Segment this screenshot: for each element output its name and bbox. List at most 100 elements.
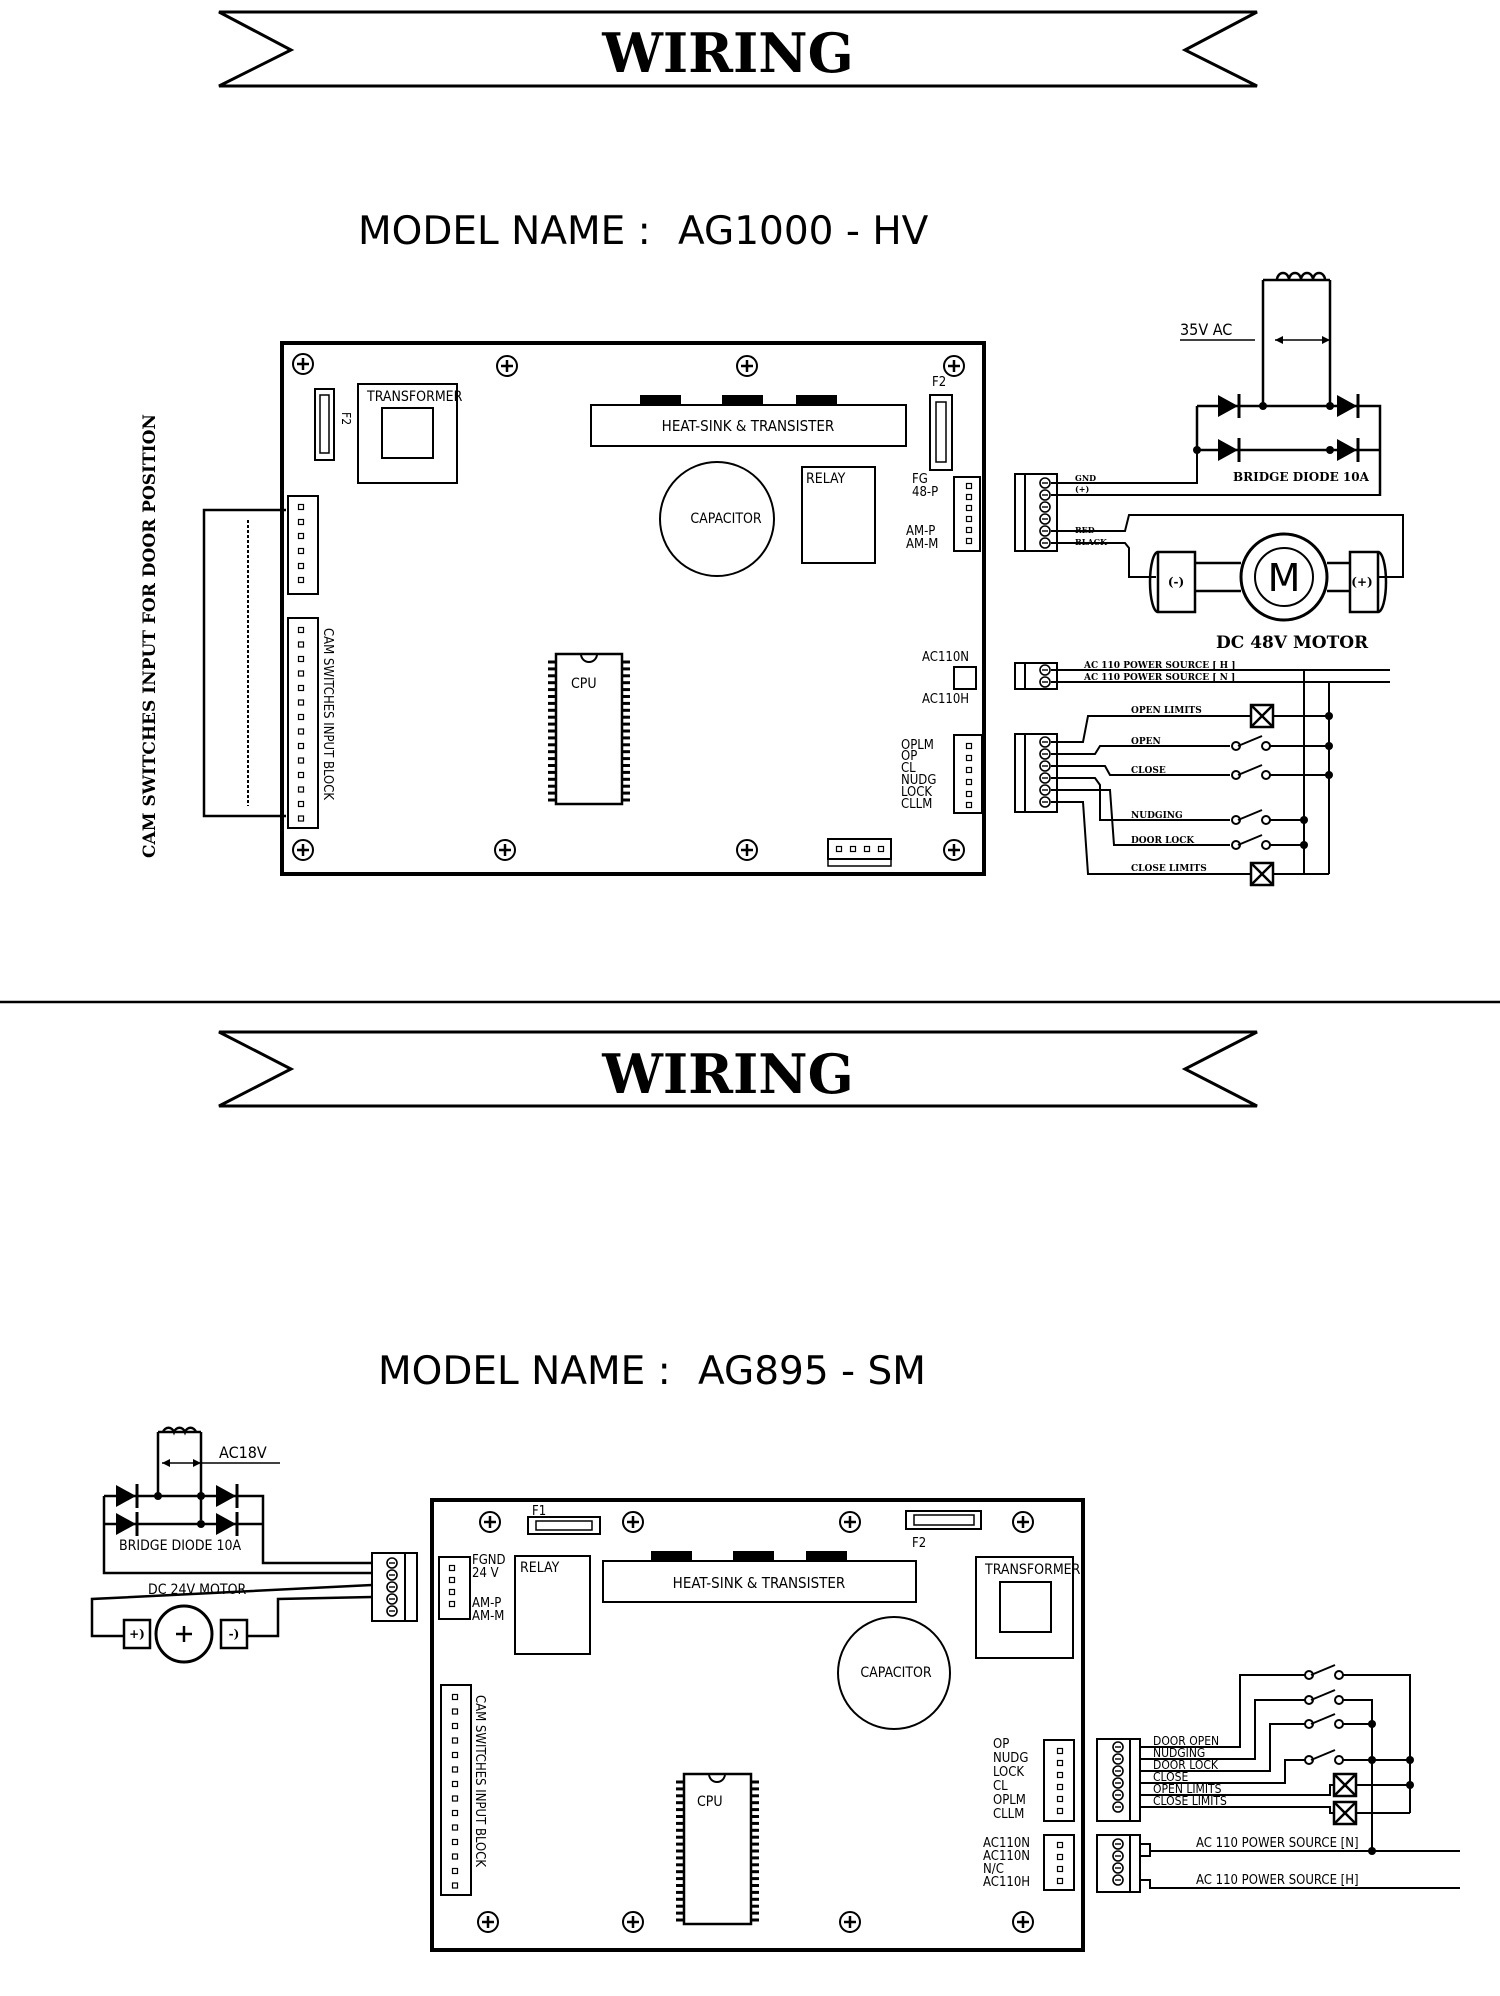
connector-pin [451, 1751, 459, 1759]
svg-text:CPU: CPU [571, 676, 597, 692]
cam-switch-bracket [202, 508, 286, 818]
banner-2-title: WIRING [601, 1042, 854, 1106]
screw-icon [291, 352, 315, 376]
dc-motor-1: (-) M (+) DC 48V MOTOR [1148, 532, 1388, 653]
coil-icon [1275, 271, 1327, 281]
svg-text:CAPACITOR: CAPACITOR [860, 1665, 932, 1681]
connector-pin [297, 757, 305, 764]
svg-text:AC110N: AC110N [922, 650, 969, 665]
svg-text:TRANSFORMER: TRANSFORMER [984, 1562, 1081, 1578]
connector-pin [451, 1737, 459, 1744]
svg-text:F2: F2 [339, 412, 353, 425]
limit-switch-icon [1249, 703, 1275, 729]
svg-text:OPEN LIMITS: OPEN LIMITS [1153, 1782, 1222, 1796]
dc-motor-2: DC 24V MOTOR +) -) [90, 1582, 373, 1664]
pcb-board-2: F1 F2 FGND 24 V AM-P AM-M RELAY HE [430, 1498, 1085, 1952]
cam-block-2: CAM SWITCHES INPUT BLOCK [440, 1684, 487, 1896]
svg-text:RELAY: RELAY [806, 471, 846, 487]
svg-text:CAPACITOR: CAPACITOR [690, 511, 762, 527]
svg-text:FG: FG [912, 472, 928, 487]
model-label-2: MODEL NAME : [378, 1349, 671, 1394]
coil-icon [161, 1426, 198, 1436]
svg-text:DOOR LOCK: DOOR LOCK [1153, 1758, 1219, 1772]
screw-icon [291, 838, 315, 862]
svg-text:-): -) [229, 1627, 240, 1641]
cam-switches-side-label: CAM SWITCHES INPUT FOR DOOR POSITION [140, 414, 160, 858]
connector-pin [451, 1722, 459, 1730]
screw-icon [838, 1510, 862, 1534]
svg-text:F2: F2 [912, 1536, 926, 1551]
banner-2: WIRING [218, 1030, 1258, 1108]
svg-text:AC110H: AC110H [983, 1875, 1030, 1890]
svg-text:AM-M: AM-M [906, 537, 938, 552]
model-name-1: AG1000 - HV [678, 209, 929, 254]
svg-text:F1: F1 [532, 1504, 546, 1519]
switch-network-2: DOOR OPEN NUDGING DOOR LOCK CLOSE OPEN L… [1096, 1664, 1414, 1851]
cpu-chip-1: CPU [548, 652, 630, 806]
connector-pin [451, 1824, 459, 1831]
fuse-right: F2 [929, 375, 953, 471]
banner-1-title: WIRING [601, 21, 854, 85]
limit-switch-icon [1249, 861, 1275, 887]
svg-text:CLOSE LIMITS: CLOSE LIMITS [1131, 864, 1207, 874]
connector-pin [297, 670, 305, 677]
svg-text:(-): (-) [1168, 575, 1184, 589]
svg-text:CLOSE: CLOSE [1131, 766, 1166, 776]
screw-icon [1011, 1510, 1035, 1534]
svg-text:CLOSE LIMITS: CLOSE LIMITS [1153, 1794, 1227, 1808]
screw-icon [942, 838, 966, 862]
connector-pin [297, 771, 305, 779]
svg-text:AC 110 POWER SOURCE [N]: AC 110 POWER SOURCE [N] [1196, 1836, 1359, 1851]
connector-pin [297, 655, 305, 663]
svg-text:RELAY: RELAY [520, 1560, 560, 1576]
svg-text:OPEN LIMITS: OPEN LIMITS [1131, 706, 1202, 716]
model-title-2: MODEL NAME : AG895 - SM [378, 1349, 926, 1394]
connector-pin [297, 728, 305, 735]
model-title-1: MODEL NAME : AG1000 - HV [358, 209, 929, 254]
svg-text:AC110N: AC110N [983, 1836, 1030, 1851]
model-label-1: MODEL NAME : [358, 209, 651, 254]
connector-pin [451, 1795, 459, 1802]
connector-pin [451, 1693, 459, 1701]
svg-text:AC 110 POWER SOURCE [H]: AC 110 POWER SOURCE [H] [1196, 1873, 1359, 1888]
transformer-2: TRANSFORMER [975, 1556, 1081, 1659]
svg-text:HEAT-SINK & TRANSISTER: HEAT-SINK & TRANSISTER [673, 1574, 846, 1592]
diode-icon [1335, 436, 1360, 464]
bottom-connector-1 [827, 838, 892, 867]
switch-network-1: OPEN LIMITS OPEN CLOSE NUDGING DOOR LOCK… [1014, 670, 1333, 887]
terminal-block-motor-1: GND (+) RED BLACK [1014, 450, 1404, 578]
cam-block-1: CAM SWITCHES INPUT BLOCK [287, 617, 335, 829]
svg-text:CLLM: CLLM [993, 1807, 1024, 1822]
svg-text:LOCK: LOCK [993, 1765, 1024, 1780]
screw-icon [942, 354, 966, 378]
screw-icon [735, 838, 759, 862]
svg-text:AM-P: AM-P [906, 524, 935, 539]
screw-icon [478, 1510, 502, 1534]
power-connector-2: AC110N AC110N N/C AC110H [983, 1834, 1075, 1891]
connector-pin [297, 815, 305, 822]
power-connector-1: AC110N AC110H [922, 650, 977, 707]
svg-text:N/C: N/C [983, 1862, 1004, 1877]
dc-48v-motor-label: DC 48V MOTOR [1216, 633, 1369, 653]
svg-text:AM-P: AM-P [472, 1596, 501, 1611]
limit-switch-icon [1332, 1800, 1358, 1826]
screw-icon [838, 1910, 862, 1934]
svg-text:NUDG: NUDG [901, 773, 936, 788]
svg-text:M: M [1268, 556, 1301, 600]
svg-text:CLOSE: CLOSE [1153, 1770, 1188, 1784]
cam-block-top-1 [287, 495, 319, 595]
screw-icon [476, 1910, 500, 1934]
svg-text:AC 110 POWER SOURCE [ H ]: AC 110 POWER SOURCE [ H ] [1083, 661, 1236, 671]
ac-power-terminal-1: AC 110 POWER SOURCE [ H ] AC 110 POWER S… [1014, 661, 1390, 690]
svg-text:48-P: 48-P [912, 485, 938, 500]
svg-text:CAM SWITCHES INPUT BLOCK: CAM SWITCHES INPUT BLOCK [320, 628, 335, 800]
screw-icon [621, 1510, 645, 1534]
svg-text:HEAT-SINK & TRANSISTER: HEAT-SINK & TRANSISTER [662, 417, 835, 435]
svg-text:AC110H: AC110H [922, 692, 969, 707]
bridge-rectifier-2: AC18V BRIDGE DIODE 10A [102, 1426, 372, 1575]
motor-connector-1: FG 48-P AM-P AM-M [906, 472, 981, 552]
diode-icon [1216, 392, 1241, 420]
terminal-block-left-2 [371, 1552, 418, 1622]
connector-pin [297, 713, 305, 721]
